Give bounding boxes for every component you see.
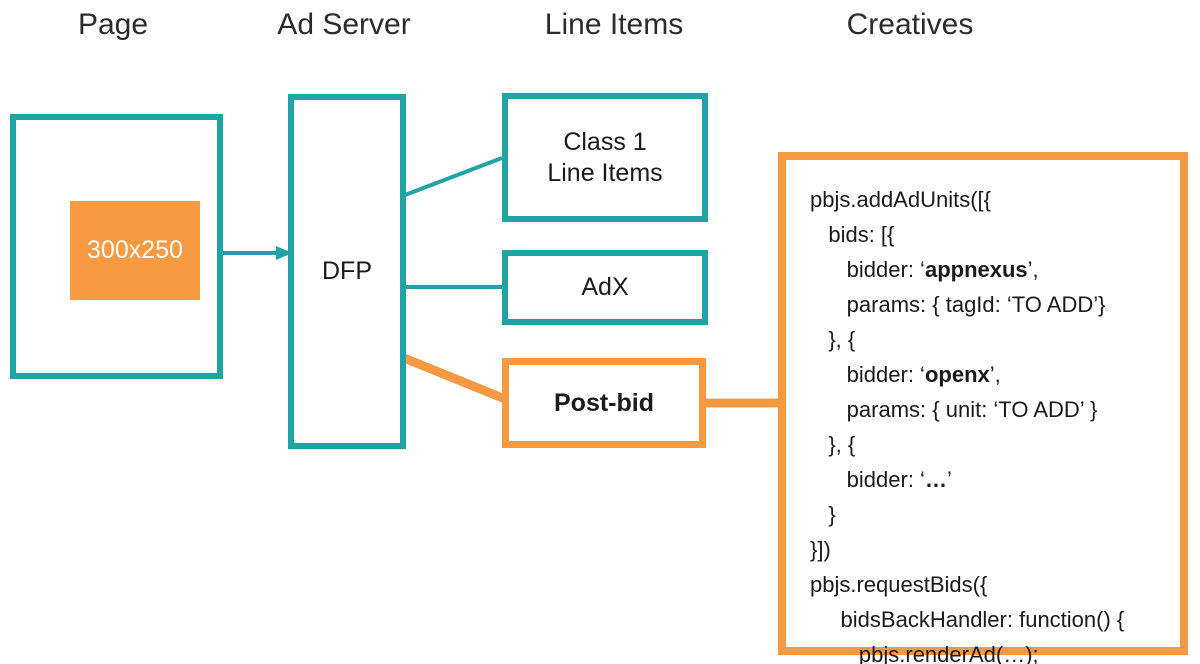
post-bid-box[interactable]: Post-bid <box>502 358 706 448</box>
adx-box[interactable]: AdX <box>502 250 708 325</box>
code-line: bidder: ‘appnexus’, <box>810 257 1039 282</box>
code-line: } <box>810 502 836 527</box>
code-line: bidsBackHandler: function() { <box>810 607 1125 632</box>
dfp-box[interactable]: DFP <box>288 94 406 449</box>
connector-dfp-to-class1 <box>404 156 503 197</box>
code-line: }]) <box>810 537 831 562</box>
column-header-creatives: Creatives <box>846 8 974 41</box>
column-header-ad-server: Ad Server <box>277 8 411 41</box>
code-line: pbjs.addAdUnits([{ <box>810 187 991 212</box>
code-line: params: { unit: ‘TO ADD’ } <box>810 397 1098 422</box>
ad-slot-label: 300x250 <box>87 236 183 264</box>
code-line: }, { <box>810 432 856 457</box>
creative-code-box[interactable]: pbjs.addAdUnits([{ bids: [{ bidder: ‘app… <box>778 152 1188 664</box>
code-line: params: { tagId: ‘TO ADD’} <box>810 292 1106 317</box>
code-line: pbjs.renderAd(…); <box>810 642 1039 664</box>
code-line: }, { <box>810 327 856 352</box>
code-line: bidder: ‘…’ <box>810 467 952 492</box>
column-header-line-items: Line Items <box>544 8 684 41</box>
column-header-page: Page <box>77 8 149 41</box>
class1-line-items-box[interactable]: Class 1 Line Items <box>502 93 708 222</box>
code-line: bids: [{ <box>810 222 895 247</box>
connector-dfp-to-postbid <box>402 353 507 404</box>
adx-label: AdX <box>581 273 629 302</box>
code-line: pbjs.requestBids({ <box>810 572 988 597</box>
post-bid-label: Post-bid <box>554 388 654 417</box>
ad-slot-300x250[interactable]: 300x250 <box>70 201 200 300</box>
class1-line-items-label: Class 1 Line Items <box>547 128 663 187</box>
code-line: bidder: ‘openx’, <box>810 362 1001 387</box>
creative-code-lines: pbjs.addAdUnits([{ bids: [{ bidder: ‘app… <box>810 182 1124 664</box>
dfp-label: DFP <box>322 257 372 286</box>
